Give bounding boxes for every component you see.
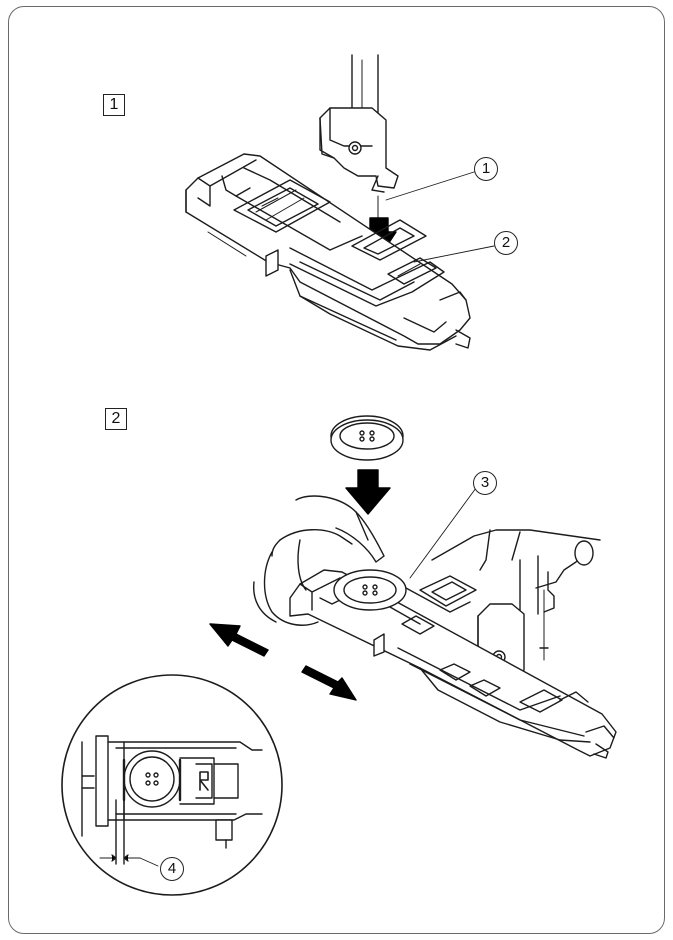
detail-magnifier <box>61 674 283 896</box>
callout-4: 4 <box>160 857 184 881</box>
leader-line-1 <box>385 171 475 201</box>
page-frame <box>8 6 665 934</box>
hand <box>253 495 385 626</box>
left-arrow <box>209 623 269 657</box>
buttonhole-foot-step2 <box>289 569 617 759</box>
button-icon <box>330 415 404 461</box>
callout-2: 2 <box>494 231 518 255</box>
callout-3: 3 <box>473 471 497 495</box>
buttonhole-foot-step1 <box>185 153 471 351</box>
leader-line-2 <box>413 245 495 263</box>
callout-1: 1 <box>474 157 498 181</box>
right-arrow <box>301 665 357 701</box>
step-2-label: 2 <box>105 408 127 430</box>
step-1-label: 1 <box>103 94 125 116</box>
leader-line-3 <box>409 487 477 579</box>
down-arrow-step2 <box>345 469 391 515</box>
presser-foot-holder-step1 <box>319 54 399 193</box>
